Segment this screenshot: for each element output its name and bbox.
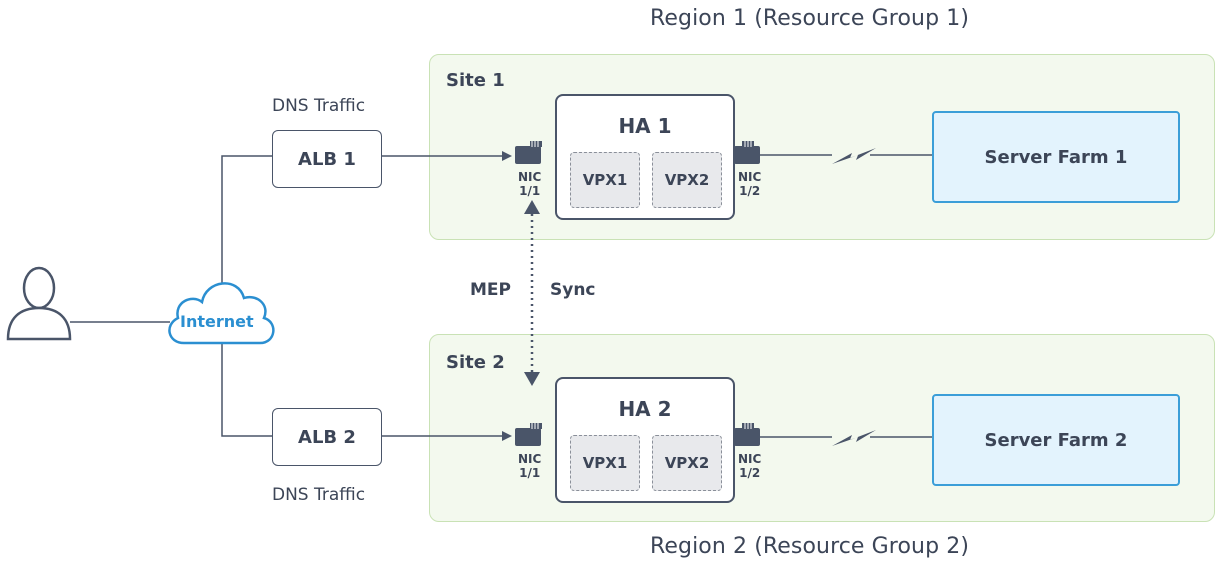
cloud-icon <box>168 282 275 345</box>
ha-2-title: HA 2 <box>618 397 672 421</box>
internet-to-alb1-line <box>221 155 272 296</box>
nic-port-icon <box>515 141 542 164</box>
ha-2-pair: HA 2 VPX1 VPX2 <box>555 377 735 503</box>
server-farm-2: Server Farm 2 <box>932 394 1180 486</box>
sync-label: Sync <box>550 280 596 300</box>
dns-traffic-label-2: DNS Traffic <box>272 485 366 505</box>
ha-1-title: HA 1 <box>618 114 672 138</box>
nic-port-icon <box>734 423 760 446</box>
vpx1-instance: VPX1 <box>570 435 640 491</box>
dns-traffic-label-1: DNS Traffic <box>272 96 366 116</box>
ha-1-pair: HA 1 VPX1 VPX2 <box>555 94 735 220</box>
region-2-label: Region 2 (Resource Group 2) <box>650 534 970 559</box>
server-farm-1: Server Farm 1 <box>932 111 1180 203</box>
internet-to-alb2-line <box>221 344 272 437</box>
site-2-label: Site 2 <box>446 352 505 373</box>
user-icon <box>6 266 72 341</box>
vpx2-instance: VPX2 <box>652 152 722 208</box>
region-1-label: Region 1 (Resource Group 1) <box>650 6 970 31</box>
site-1-label: Site 1 <box>446 70 505 91</box>
wan-link-icon <box>760 148 932 164</box>
vpx1-instance: VPX1 <box>570 152 640 208</box>
mep-sync-arrowhead-up <box>524 200 540 214</box>
alb-1-box: ALB 1 <box>272 130 382 188</box>
vpx2-instance: VPX2 <box>652 435 722 491</box>
alb-2-box: ALB 2 <box>272 408 382 466</box>
nic-port-icon <box>515 423 542 446</box>
wan-link-icon <box>760 430 932 446</box>
nic-port-icon <box>734 141 760 164</box>
mep-label: MEP <box>470 280 511 300</box>
mep-sync-arrowhead-down <box>524 372 540 386</box>
internet-label: Internet <box>180 312 254 331</box>
